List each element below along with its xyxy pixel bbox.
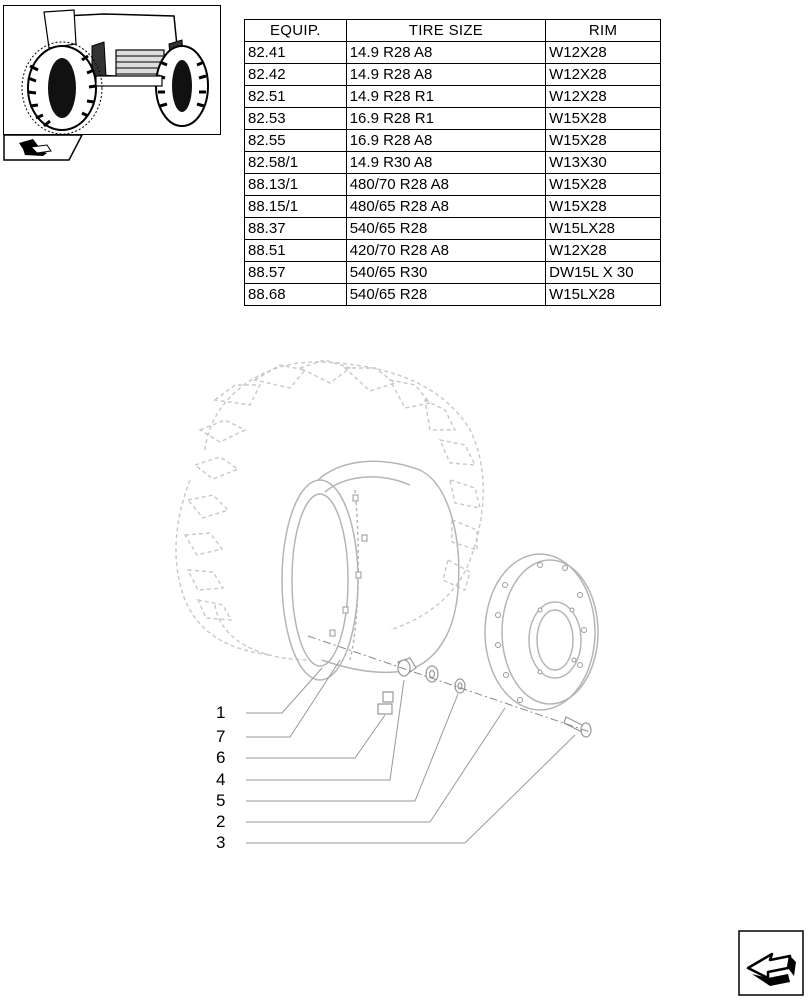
- cell-tire-size: 14.9 R28 A8: [345, 41, 547, 64]
- next-page-arrow-icon: [738, 930, 804, 996]
- cell-equip: 88.68: [244, 283, 347, 306]
- cell-rim: W15LX28: [545, 283, 661, 306]
- cell-rim: W12X28: [545, 41, 661, 64]
- cell-equip: 88.37: [244, 217, 347, 240]
- cell-equip: 82.55: [244, 129, 347, 152]
- tire-outline: [175, 359, 484, 661]
- callout-1: 1: [216, 703, 226, 722]
- callout-3: 3: [216, 833, 226, 852]
- cell-tire-size: 540/65 R30: [345, 261, 547, 284]
- callout-6: 6: [216, 748, 226, 767]
- cell-rim: W15X28: [545, 173, 661, 196]
- cell-tire-size: 14.9 R30 A8: [345, 151, 547, 174]
- cell-equip: 82.41: [244, 41, 347, 64]
- cell-equip: 88.15/1: [244, 195, 347, 218]
- cell-rim: W12X28: [545, 85, 661, 108]
- stud-bolt: [377, 691, 394, 715]
- callout-7: 7: [216, 727, 226, 746]
- callout-2: 2: [216, 812, 226, 831]
- cell-rim: W12X28: [545, 239, 661, 262]
- cell-rim: W15X28: [545, 129, 661, 152]
- tractor-thumbnail-icon: [21, 9, 209, 135]
- cell-tire-size: 480/70 R28 A8: [345, 173, 547, 196]
- section-arrow-icon: [3, 134, 84, 161]
- cell-rim: W15LX28: [545, 217, 661, 240]
- header-rim: RIM: [545, 19, 661, 42]
- rim-holes: [329, 494, 368, 637]
- cell-rim: W12X28: [545, 63, 661, 86]
- wheel-exploded-diagram: [175, 359, 599, 844]
- header-equip: EQUIP.: [244, 19, 347, 42]
- washer-2: [454, 678, 466, 694]
- cell-equip: 88.13/1: [244, 173, 347, 196]
- rim-body: [281, 460, 460, 681]
- leader-lines: [246, 659, 576, 844]
- cell-tire-size: 540/65 R28: [345, 217, 547, 240]
- cell-rim: DW15L X 30: [545, 261, 661, 284]
- cell-tire-size: 480/65 R28 A8: [345, 195, 547, 218]
- cell-tire-size: 16.9 R28 R1: [345, 107, 547, 130]
- wheel-bolt: [563, 716, 592, 738]
- cell-equip: 82.58/1: [244, 151, 347, 174]
- cell-rim: W13X30: [545, 151, 661, 174]
- assembly-axis: [307, 635, 591, 733]
- wheel-disc: [484, 553, 599, 711]
- cell-tire-size: 420/70 R28 A8: [345, 239, 547, 262]
- section-tab[interactable]: [3, 134, 84, 161]
- tractor-thumbnail: [3, 5, 221, 135]
- cell-tire-size: 16.9 R28 A8: [345, 129, 547, 152]
- washer-1: [425, 665, 439, 683]
- cell-rim: W15X28: [545, 195, 661, 218]
- cell-equip: 88.51: [244, 239, 347, 262]
- table-header-row: EQUIP. TIRE SIZE RIM: [244, 19, 661, 42]
- cell-equip: 82.53: [244, 107, 347, 130]
- cell-tire-size: 14.9 R28 A8: [345, 63, 547, 86]
- cell-equip: 82.42: [244, 63, 347, 86]
- cell-equip: 82.51: [244, 85, 347, 108]
- next-page-button[interactable]: [738, 930, 804, 996]
- disc-holes: [495, 562, 587, 703]
- callout-4: 4: [216, 770, 226, 789]
- header-tire-size: TIRE SIZE: [345, 19, 547, 42]
- nut-spacer: [397, 657, 417, 677]
- cell-rim: W15X28: [545, 107, 661, 130]
- cell-equip: 88.57: [244, 261, 347, 284]
- callout-5: 5: [216, 791, 226, 810]
- cell-tire-size: 14.9 R28 R1: [345, 85, 547, 108]
- cell-tire-size: 540/65 R28: [345, 283, 547, 306]
